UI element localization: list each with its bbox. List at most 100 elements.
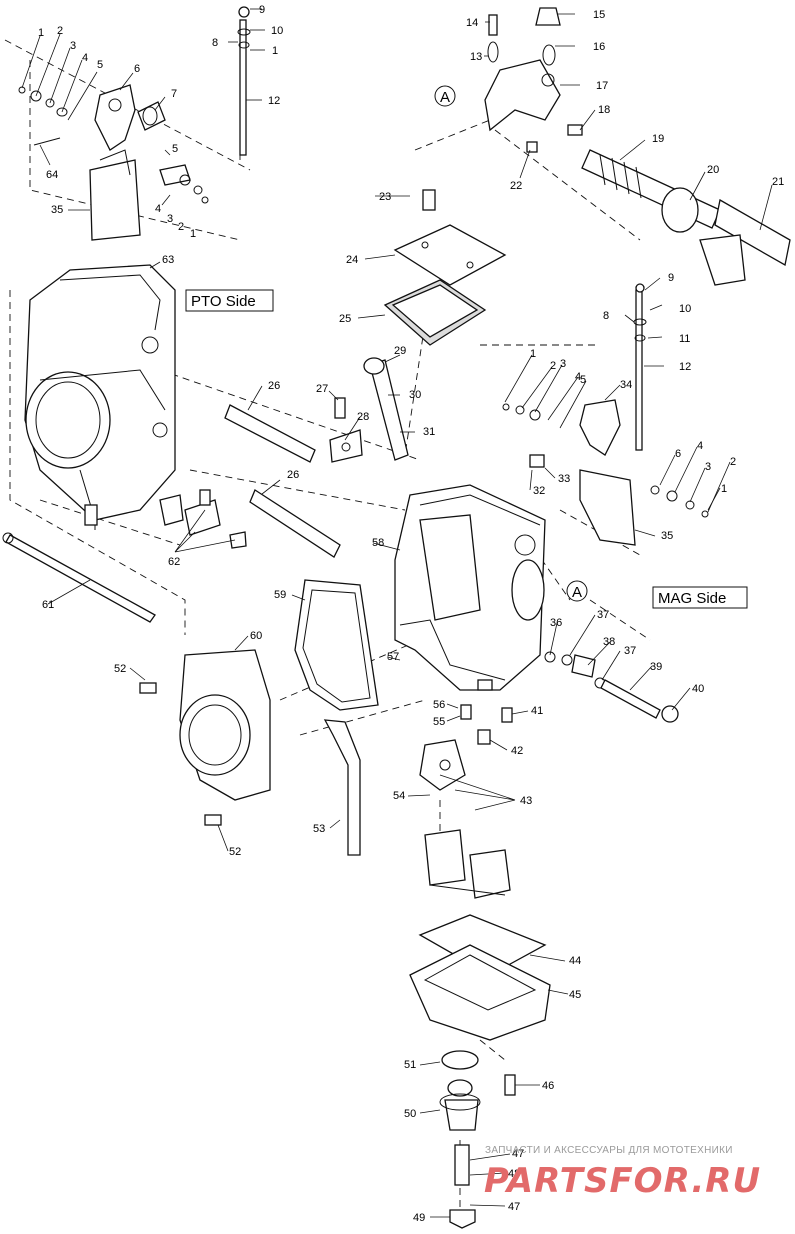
callout-label: 33 <box>558 473 570 485</box>
callout-label: 18 <box>598 104 610 116</box>
callout-label: 24 <box>346 254 358 266</box>
gasket-plates <box>139 579 379 826</box>
watermark: ЗАПЧАСТИ И АКСЕССУАРЫ ДЛЯ МОТОТЕХНИКИ PA… <box>484 1145 761 1201</box>
callout-label: 31 <box>423 426 435 438</box>
callout-label: 4 <box>575 371 581 383</box>
callout-label: 6 <box>134 63 140 75</box>
reference-mark-a-top: A <box>434 85 456 107</box>
callout-label: 10 <box>271 25 283 37</box>
callout-label: 23 <box>379 191 391 203</box>
callout-label: 1 <box>530 348 536 360</box>
callout-label: 2 <box>57 25 63 37</box>
callout-label: 46 <box>542 1080 554 1092</box>
float-bowl-body <box>409 914 551 1229</box>
top-cover-assembly <box>383 189 507 346</box>
callout-label: 3 <box>70 40 76 52</box>
callout-label: 37 <box>597 609 609 621</box>
callout-label: 3 <box>560 358 566 370</box>
callout-label: 57 <box>387 651 399 663</box>
callout-label: 47 <box>512 1148 524 1160</box>
callout-label: 6 <box>675 448 681 460</box>
svg-text:A: A <box>440 89 450 106</box>
callout-label: 26 <box>287 469 299 481</box>
callout-label: 49 <box>413 1212 425 1224</box>
callout-label: 5 <box>97 59 103 71</box>
callout-label: 20 <box>707 164 719 176</box>
callout-label: 9 <box>259 4 265 16</box>
callout-label: 2 <box>550 360 556 372</box>
callout-label: 1 <box>38 27 44 39</box>
callout-label: 30 <box>409 389 421 401</box>
callout-numbers: 9 10 8 1 12 14 15 13 16 17 18 19 20 21 2… <box>38 4 784 1224</box>
callout-label: 16 <box>593 41 605 53</box>
callout-label: 58 <box>372 537 384 549</box>
callout-label: 63 <box>162 254 174 266</box>
callout-label: 15 <box>593 9 605 21</box>
svg-text:A: A <box>572 584 582 601</box>
callout-label: 38 <box>603 636 615 648</box>
callout-label: 1 <box>272 45 278 57</box>
callout-label: 35 <box>661 530 673 542</box>
callout-label: 52 <box>114 663 126 675</box>
callout-label: 32 <box>533 485 545 497</box>
callout-label: 45 <box>569 989 581 1001</box>
callout-label: 43 <box>520 795 532 807</box>
callout-label: 48 <box>508 1168 520 1180</box>
pto-carburetor-body <box>24 264 176 530</box>
callout-label: 12 <box>268 95 280 107</box>
callout-label: 12 <box>679 361 691 373</box>
mag-side-label: MAG Side <box>652 586 748 609</box>
callout-label: 10 <box>679 303 691 315</box>
callout-label: 27 <box>316 383 328 395</box>
reference-mark-a-mid: A <box>566 580 588 602</box>
callout-label: 64 <box>46 169 58 181</box>
callout-label: 5 <box>580 374 586 386</box>
watermark-logo: PARTSFOR.RU <box>484 1161 761 1201</box>
callout-label: 47 <box>508 1201 520 1213</box>
callout-label: 21 <box>772 176 784 188</box>
callout-label: 29 <box>394 345 406 357</box>
choke-lever-bracket-right <box>502 283 709 546</box>
callout-label: 1 <box>190 228 196 240</box>
callout-label: 41 <box>531 705 543 717</box>
watermark-tagline: ЗАПЧАСТИ И АКСЕССУАРЫ ДЛЯ МОТОТЕХНИКИ <box>485 1145 733 1156</box>
callout-label: 35 <box>51 204 63 216</box>
callout-label: 61 <box>42 599 54 611</box>
callout-label: 2 <box>730 456 736 468</box>
choke-lever-bracket-left <box>18 84 209 241</box>
callout-label: 22 <box>510 180 522 192</box>
callout-label: 36 <box>550 617 562 629</box>
pto-side-text: PTO Side <box>191 293 256 310</box>
callout-label: 52 <box>229 846 241 858</box>
callout-label: 14 <box>466 17 478 29</box>
callout-label: 4 <box>155 203 161 215</box>
callout-label: 4 <box>82 52 88 64</box>
callout-label: 26 <box>268 380 280 392</box>
callout-label: 4 <box>697 440 703 452</box>
callout-leaders <box>21 8 773 1218</box>
callout-label: 59 <box>274 589 286 601</box>
callout-label: 5 <box>172 143 178 155</box>
callout-label: 11 <box>679 333 690 345</box>
callout-label: 3 <box>705 461 711 473</box>
callout-label: 50 <box>404 1108 416 1120</box>
callout-label: 13 <box>470 51 482 63</box>
throttle-rod <box>2 532 156 623</box>
callout-label: 44 <box>569 955 581 967</box>
callout-label: 1 <box>721 483 727 495</box>
throttle-shaft-assembly <box>237 6 791 286</box>
callout-label: 42 <box>511 745 523 757</box>
callout-label: 28 <box>357 411 369 423</box>
callout-label: 7 <box>171 88 177 100</box>
mag-side-text: MAG Side <box>658 590 726 607</box>
callout-label: 62 <box>168 556 180 568</box>
callout-label: 17 <box>596 80 608 92</box>
float-assembly <box>323 704 513 899</box>
callout-label: 34 <box>620 379 632 391</box>
fuel-tube-fittings <box>159 357 409 558</box>
adjusting-screw-set <box>544 651 679 723</box>
callout-label: 56 <box>433 699 445 711</box>
assembly-lines <box>4 39 651 1210</box>
callout-label: 19 <box>652 133 664 145</box>
